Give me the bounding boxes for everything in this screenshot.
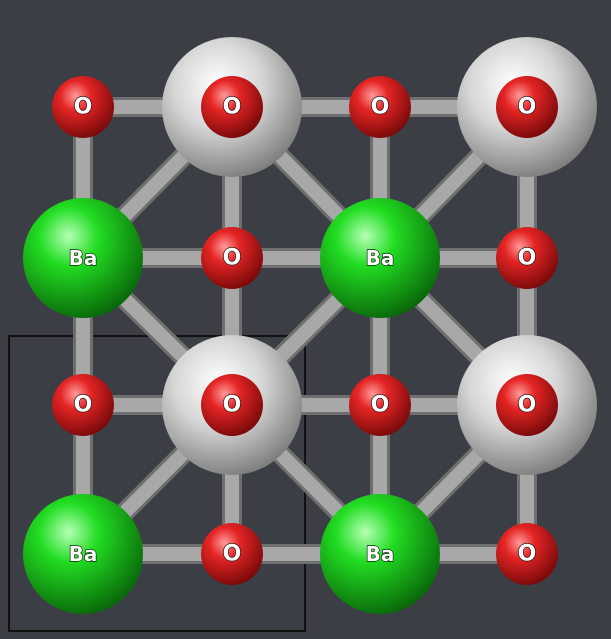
atom-ti[interactable]: O <box>162 335 302 475</box>
atom-ba[interactable]: Ba <box>23 494 143 614</box>
atom-sphere-inner <box>201 374 263 436</box>
atom-sphere <box>201 523 263 585</box>
atom-o[interactable]: O <box>52 76 114 138</box>
atom-o[interactable]: O <box>496 523 558 585</box>
atom-ti[interactable]: O <box>457 37 597 177</box>
atom-ti[interactable]: O <box>162 37 302 177</box>
atom-sphere <box>52 76 114 138</box>
atom-ba[interactable]: Ba <box>23 198 143 318</box>
atom-sphere <box>52 374 114 436</box>
atom-sphere <box>23 198 143 318</box>
atom-sphere-inner <box>201 76 263 138</box>
atom-o[interactable]: O <box>52 374 114 436</box>
atom-sphere-inner <box>496 374 558 436</box>
atom-sphere <box>320 198 440 318</box>
atom-sphere-inner <box>496 76 558 138</box>
atom-sphere <box>496 523 558 585</box>
atom-o[interactable]: O <box>349 374 411 436</box>
atom-sphere <box>349 76 411 138</box>
atom-ti[interactable]: O <box>457 335 597 475</box>
atom-sphere <box>201 227 263 289</box>
atom-sphere <box>320 494 440 614</box>
atom-sphere <box>23 494 143 614</box>
atom-o[interactable]: O <box>201 227 263 289</box>
atom-ba[interactable]: Ba <box>320 198 440 318</box>
atom-o[interactable]: O <box>201 523 263 585</box>
atom-o[interactable]: O <box>349 76 411 138</box>
atom-ba[interactable]: Ba <box>320 494 440 614</box>
atom-sphere <box>349 374 411 436</box>
atom-o[interactable]: O <box>496 227 558 289</box>
atom-sphere <box>496 227 558 289</box>
